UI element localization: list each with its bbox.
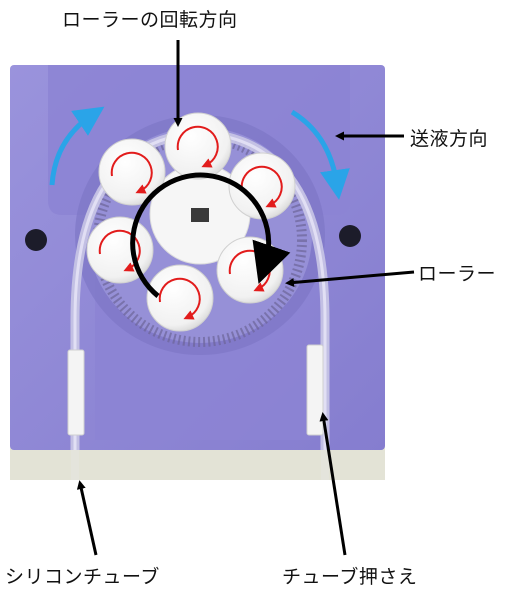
pointer-clamp bbox=[319, 412, 347, 556]
label-tube-clamp: チューブ押さえ bbox=[282, 566, 418, 588]
label-liquid-flow-direction: 送液方向 bbox=[410, 128, 489, 150]
rotation-direction-arrow bbox=[130, 172, 291, 298]
roller-5 bbox=[86, 216, 154, 284]
roller-3 bbox=[216, 236, 284, 304]
roller-1 bbox=[164, 112, 232, 180]
label-roller-rotation-direction: ローラーの回転方向 bbox=[62, 9, 238, 31]
label-roller: ローラー bbox=[418, 263, 497, 285]
pointer-roller bbox=[285, 270, 415, 287]
roller-4 bbox=[146, 264, 214, 332]
flow-arrow-right bbox=[290, 109, 350, 200]
roller-6 bbox=[98, 138, 166, 206]
mount-hole-left bbox=[25, 229, 47, 251]
tube-clamp-right bbox=[306, 344, 324, 436]
pointer-tube bbox=[76, 480, 98, 556]
tube-clamp-left bbox=[67, 349, 85, 436]
label-silicone-tube: シリコンチューブ bbox=[5, 566, 160, 588]
flow-arrow-left bbox=[49, 106, 105, 186]
mount-hole-right bbox=[339, 225, 361, 247]
